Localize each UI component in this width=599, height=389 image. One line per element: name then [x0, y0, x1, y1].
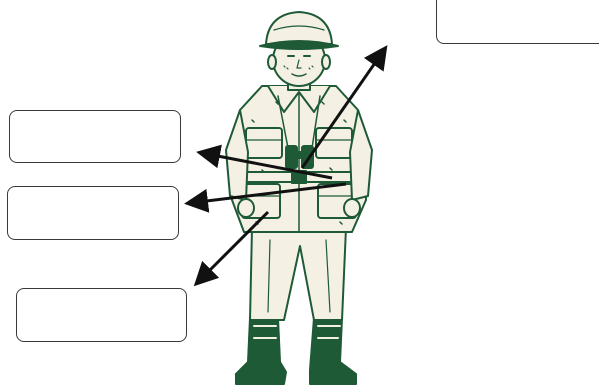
pith-helmet: [265, 11, 333, 45]
pointer-arrows: [184, 45, 388, 287]
arrow-to-top-right-box: [300, 45, 388, 169]
trousers: [249, 227, 347, 321]
label-box-middle-left[interactable]: [7, 186, 179, 240]
label-box-top-right[interactable]: [436, 0, 599, 44]
arrow-to-upper-left-box: [196, 144, 333, 180]
arrow-to-middle-left-box: [184, 182, 347, 213]
label-box-lower-left[interactable]: [16, 288, 187, 342]
arrow-to-lower-left-box: [193, 210, 270, 287]
left-boot: [235, 317, 287, 385]
label-box-upper-left[interactable]: [9, 110, 181, 163]
explorer-boy-illustration: [225, 11, 373, 385]
right-boot: [309, 317, 357, 385]
